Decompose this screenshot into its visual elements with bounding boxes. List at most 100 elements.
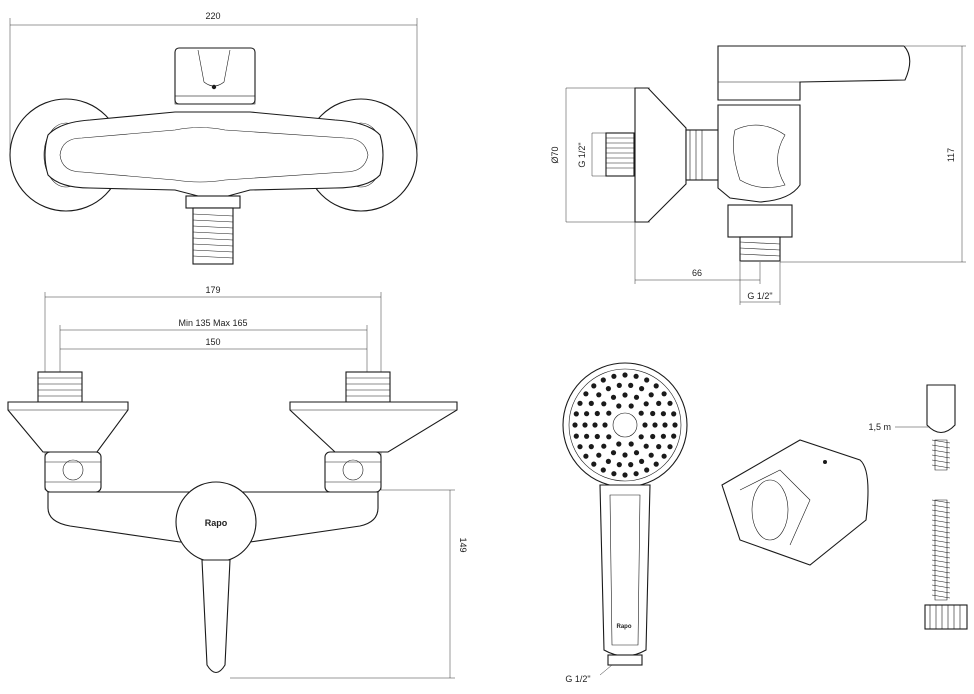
- dimension-min-max-label: Min 135 Max 165: [178, 318, 247, 328]
- nozzle: [573, 433, 579, 439]
- dimension-149-label: 149: [458, 537, 468, 552]
- nozzle: [610, 450, 617, 456]
- nozzle: [628, 403, 634, 409]
- hose-length-label: 1,5 m: [868, 422, 891, 432]
- dimension-66-label: 66: [692, 268, 702, 278]
- lever-side: [717, 45, 911, 101]
- nozzle: [628, 462, 634, 468]
- nozzle: [591, 383, 597, 389]
- outlet-thread-top: [185, 195, 241, 265]
- nozzle: [592, 422, 598, 428]
- dimension-117: 117: [780, 45, 966, 263]
- dimension-220-label: 220: [205, 11, 220, 21]
- nozzle: [638, 410, 644, 416]
- outlet-side: [727, 204, 793, 262]
- nozzle: [594, 433, 600, 440]
- shower-holder: [721, 439, 869, 566]
- nozzle: [622, 452, 628, 458]
- nozzle: [622, 392, 628, 398]
- nozzle: [596, 452, 602, 458]
- nozzle: [577, 444, 583, 450]
- nozzle: [588, 444, 594, 450]
- nozzle: [596, 392, 602, 398]
- nozzle: [653, 461, 659, 467]
- nozzle: [667, 400, 673, 406]
- nozzle: [633, 394, 640, 400]
- nozzle: [572, 422, 578, 428]
- nozzle: [611, 471, 617, 477]
- nozzle: [594, 410, 600, 417]
- side-view: Ø70 G 1/2" 117: [550, 45, 966, 305]
- nozzle: [584, 433, 590, 439]
- left-inlet: [7, 371, 129, 493]
- hand-shower: Rapo G 1/2": [562, 362, 688, 684]
- nozzle: [644, 377, 650, 383]
- nozzle: [672, 422, 678, 428]
- inner-thread-side: [605, 132, 635, 177]
- handshower-logo: Rapo: [617, 624, 632, 630]
- dimension-thread-side: G 1/2": [577, 132, 606, 177]
- nozzle: [605, 458, 612, 464]
- nozzle: [606, 434, 612, 440]
- nozzle: [582, 422, 588, 428]
- nozzle: [601, 401, 607, 407]
- nozzle: [588, 400, 594, 406]
- nozzle: [601, 443, 607, 449]
- nozzle: [628, 382, 634, 388]
- dimension-117-label: 117: [946, 148, 956, 162]
- nozzle: [616, 441, 622, 447]
- nozzle: [643, 443, 649, 449]
- dimension-outlet-thread: G 1/2": [739, 262, 781, 305]
- nozzle: [661, 453, 667, 459]
- nozzle: [577, 400, 583, 406]
- right-inlet: [289, 371, 458, 493]
- nozzle: [591, 461, 597, 467]
- nozzle: [642, 422, 648, 428]
- front-view: 179 Min 135 Max 165 150 149: [7, 285, 468, 679]
- nozzle: [639, 386, 645, 392]
- nozzle: [638, 434, 644, 440]
- nozzle: [583, 453, 589, 459]
- nozzle: [622, 372, 628, 378]
- dimension-179-label: 179: [205, 285, 220, 295]
- nozzle: [671, 433, 677, 439]
- nozzle: [622, 472, 628, 478]
- nozzle: [660, 411, 667, 417]
- nozzle: [616, 403, 622, 409]
- nozzle: [616, 462, 622, 468]
- nozzle: [671, 411, 677, 417]
- nozzle: [650, 433, 656, 440]
- nozzle: [611, 373, 617, 379]
- nozzle: [662, 422, 668, 428]
- nozzle: [628, 441, 634, 447]
- dimension-149: 149: [230, 489, 468, 679]
- nozzle: [602, 422, 608, 428]
- nozzle: [656, 444, 662, 450]
- nozzle: [644, 467, 650, 473]
- nozzle: [573, 411, 579, 417]
- nozzle: [639, 458, 645, 464]
- lever-cap-top: [174, 47, 256, 105]
- nozzle: [583, 391, 589, 397]
- nozzle: [660, 433, 667, 439]
- nozzle: [606, 410, 612, 416]
- nozzle: [653, 383, 659, 389]
- body-logo: Rapo: [205, 518, 228, 528]
- nozzle: [643, 401, 649, 407]
- nozzle: [652, 422, 658, 428]
- nozzle: [656, 400, 662, 406]
- mixer-body-top: [44, 111, 384, 197]
- nozzle: [667, 444, 673, 450]
- top-view: 220: [9, 11, 418, 265]
- nozzle: [650, 410, 656, 417]
- nozzle: [616, 382, 622, 388]
- nozzle: [600, 467, 606, 473]
- dimension-diameter-label: Ø70: [550, 146, 560, 163]
- dimension-150: 150: [60, 337, 367, 350]
- nozzle: [648, 392, 654, 398]
- hand-shower-handle: [599, 484, 651, 657]
- nozzle: [661, 391, 667, 397]
- nozzle: [584, 411, 590, 417]
- nozzle-pattern: [572, 372, 678, 478]
